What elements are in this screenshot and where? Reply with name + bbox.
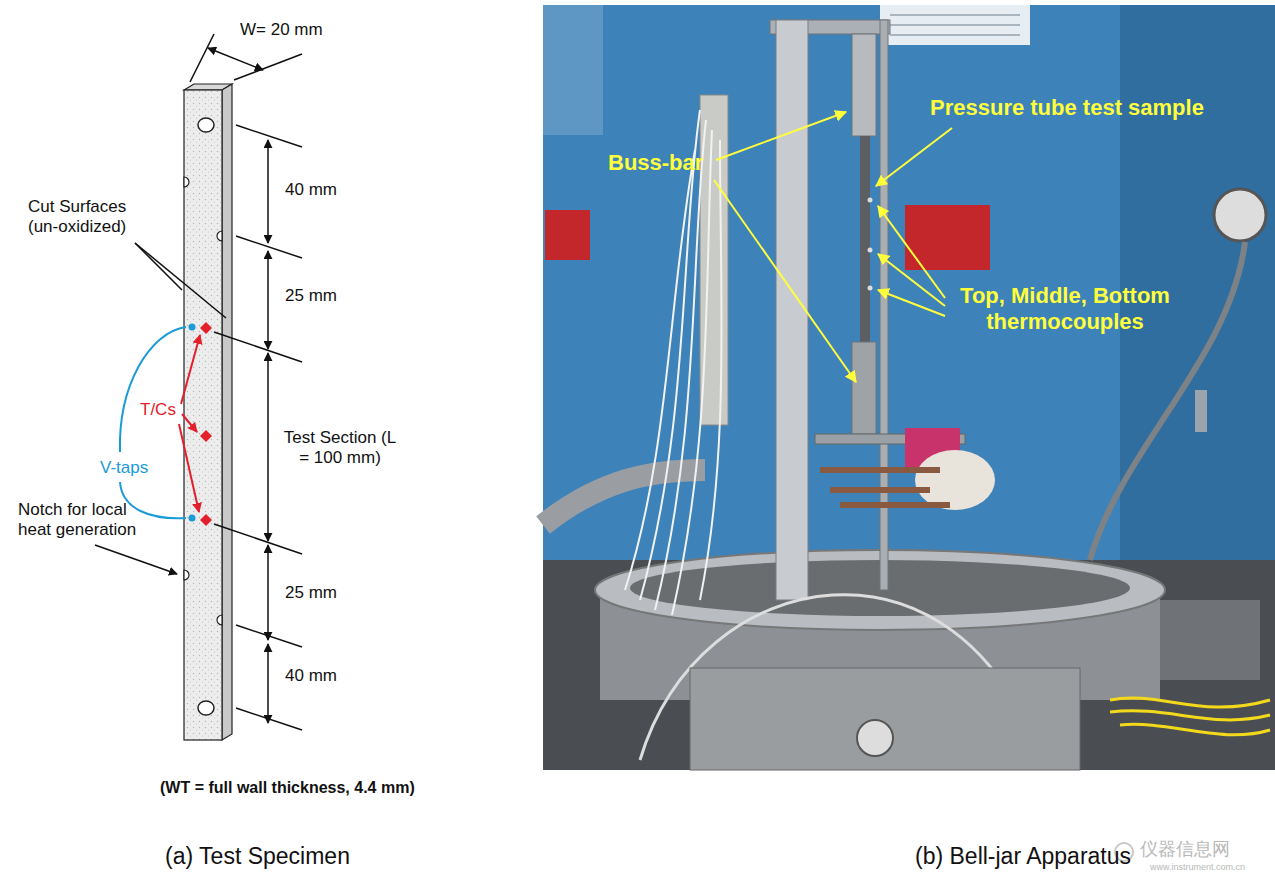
extension-line <box>190 34 214 82</box>
leader-arrow <box>716 112 846 160</box>
leader-arrow <box>878 290 945 316</box>
dimension-label: 40 mm <box>285 180 337 200</box>
pin-hole <box>198 701 214 715</box>
dimension-label: W= 20 mm <box>240 20 323 40</box>
extension-line <box>236 708 302 730</box>
thermocouple-point <box>868 198 873 203</box>
dimension-arrow <box>267 353 269 541</box>
insulation-bundle <box>915 450 995 510</box>
callout-label: V-taps <box>100 458 148 478</box>
wall-sign <box>545 210 590 260</box>
front-box <box>690 668 1080 770</box>
callout-label: Notch for local heat generation <box>18 500 158 541</box>
buss-bar <box>852 342 876 434</box>
yellow-wires <box>1110 698 1270 735</box>
width-dimension <box>190 34 302 82</box>
panel-caption: (b) Bell-jar Apparatus <box>915 843 1131 871</box>
terminals <box>820 470 950 505</box>
leader-line <box>135 243 226 318</box>
test-specimen <box>184 84 232 740</box>
thermocouple-point <box>868 248 873 253</box>
specimen-side-face <box>222 84 232 740</box>
dimension-label: 25 mm <box>285 583 337 603</box>
leader-line <box>120 327 186 452</box>
watermark: www.instrument.com.cn <box>1150 862 1245 873</box>
leader-arrow <box>179 424 199 512</box>
thermocouple-mark <box>200 322 212 334</box>
dimension-label: Test Section (L = 100 mm) <box>283 428 397 469</box>
dimension-arrow <box>267 140 269 243</box>
dial <box>857 720 893 756</box>
vent <box>880 5 1030 45</box>
extension-line <box>236 236 302 258</box>
leader-arrow <box>876 128 952 186</box>
test-sample <box>860 136 870 342</box>
extension-line <box>236 125 302 147</box>
buss-bar <box>852 34 876 136</box>
dimension-label: 40 mm <box>285 666 337 686</box>
dimension-arrow <box>208 48 263 70</box>
leader-arrow <box>878 206 945 298</box>
length-dimensions <box>214 125 302 730</box>
pressure-gauge <box>1214 189 1266 241</box>
photo-label: Top, Middle, Bottom thermocouples <box>935 283 1195 336</box>
leader-arrow <box>714 180 856 382</box>
vent-slats <box>890 15 1020 35</box>
leader-arrow <box>95 545 177 574</box>
extension-line <box>236 625 302 647</box>
wall-panel <box>543 5 603 135</box>
hose <box>543 470 705 525</box>
leader-arrow <box>181 335 200 404</box>
leader-line <box>120 482 186 518</box>
callout-label: T/Cs <box>140 400 176 420</box>
photo-label: Buss-bar <box>608 150 703 176</box>
photo-background <box>543 5 1275 770</box>
dimension-arrow <box>267 644 269 723</box>
leader-arrow <box>182 414 197 432</box>
extension-line <box>214 332 302 362</box>
support-column <box>776 20 808 600</box>
note: (WT = full wall thickness, 4.4 mm) <box>160 778 415 797</box>
thermocouple-wires <box>625 110 722 615</box>
photo-label: Pressure tube test sample <box>930 95 1204 121</box>
apparatus-photo <box>543 5 1275 770</box>
pin-hole <box>198 118 214 132</box>
dimension-arrow <box>267 545 269 640</box>
v-tap-dot <box>189 324 196 331</box>
extension-line <box>214 524 302 554</box>
dimension-label: 25 mm <box>285 286 337 306</box>
leader-arrow <box>878 254 945 306</box>
cabinet-handle <box>1195 390 1207 432</box>
notch <box>217 231 222 241</box>
panel-caption: (a) Test Specimen <box>165 843 350 871</box>
dimension-arrow <box>267 251 269 349</box>
thermocouple-mark <box>200 514 212 526</box>
watermark: 仪器信息网 <box>1140 838 1230 860</box>
photo-leaders <box>714 112 952 382</box>
v-tap-dot <box>189 515 196 522</box>
thermocouple-point <box>868 286 873 291</box>
notch <box>184 570 189 580</box>
thermocouple-mark <box>200 430 212 442</box>
notch <box>184 177 189 187</box>
callout-label: Cut Surfaces (un-oxidized) <box>28 197 146 238</box>
specimen-front-face <box>184 90 222 740</box>
leader-line <box>135 243 182 290</box>
extension-line <box>234 54 302 80</box>
notch <box>217 615 222 625</box>
